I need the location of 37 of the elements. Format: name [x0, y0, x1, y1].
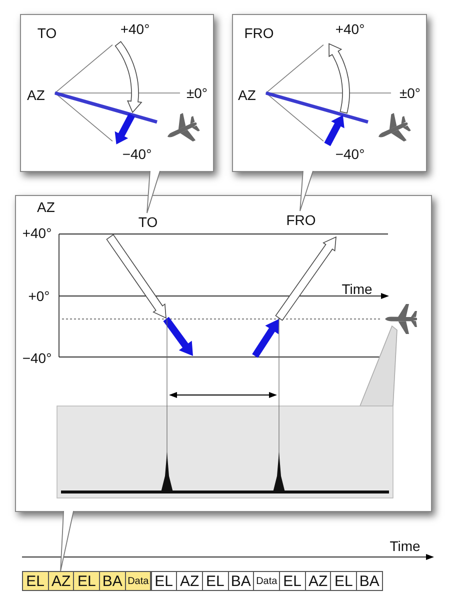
angle-label: −40°: [335, 147, 365, 161]
frame-cell: EL: [202, 571, 229, 591]
callout-pointer: [146, 170, 160, 214]
frame-cell: Data: [124, 571, 152, 591]
scan-label: FRO: [286, 213, 316, 227]
frame-cell: EL: [330, 571, 358, 591]
angle-label: +40°: [335, 22, 365, 36]
panel-title: AZ: [37, 200, 55, 214]
angle-label: ±0°: [399, 86, 421, 100]
scan-label: TO: [138, 215, 158, 229]
station-label: AZ: [238, 88, 256, 102]
frame-cell: BA: [228, 571, 254, 591]
frame-cell: EL: [279, 571, 306, 591]
callout-panel: [232, 14, 427, 172]
angle-label: ±0°: [186, 86, 208, 100]
panel-title: TO: [37, 26, 57, 40]
callout-pointer: [300, 170, 314, 212]
frame-cell: EL: [22, 571, 49, 591]
axis-label: Time: [342, 282, 372, 296]
frame-cell: AZ: [176, 571, 203, 591]
axis-label: +40°: [22, 226, 52, 240]
frame-cell: Data: [253, 571, 280, 591]
angle-label: +40°: [120, 22, 150, 36]
axis-label: −40°: [22, 351, 52, 365]
frame-cell: AZ: [304, 571, 332, 591]
station-label: AZ: [27, 88, 45, 102]
axis-label: Time: [390, 539, 420, 553]
axis-label: +0°: [28, 289, 50, 303]
frame-cell: BA: [356, 571, 383, 591]
callout-pointer: [60, 510, 74, 572]
frame-cell: EL: [73, 571, 100, 591]
angle-label: −40°: [122, 147, 152, 161]
frame-cell: BA: [99, 571, 126, 591]
callout-panel: [20, 14, 214, 172]
frame-cell: AZ: [48, 571, 74, 591]
panel-title: FRO: [244, 26, 274, 40]
frame-cell: EL: [150, 571, 178, 591]
